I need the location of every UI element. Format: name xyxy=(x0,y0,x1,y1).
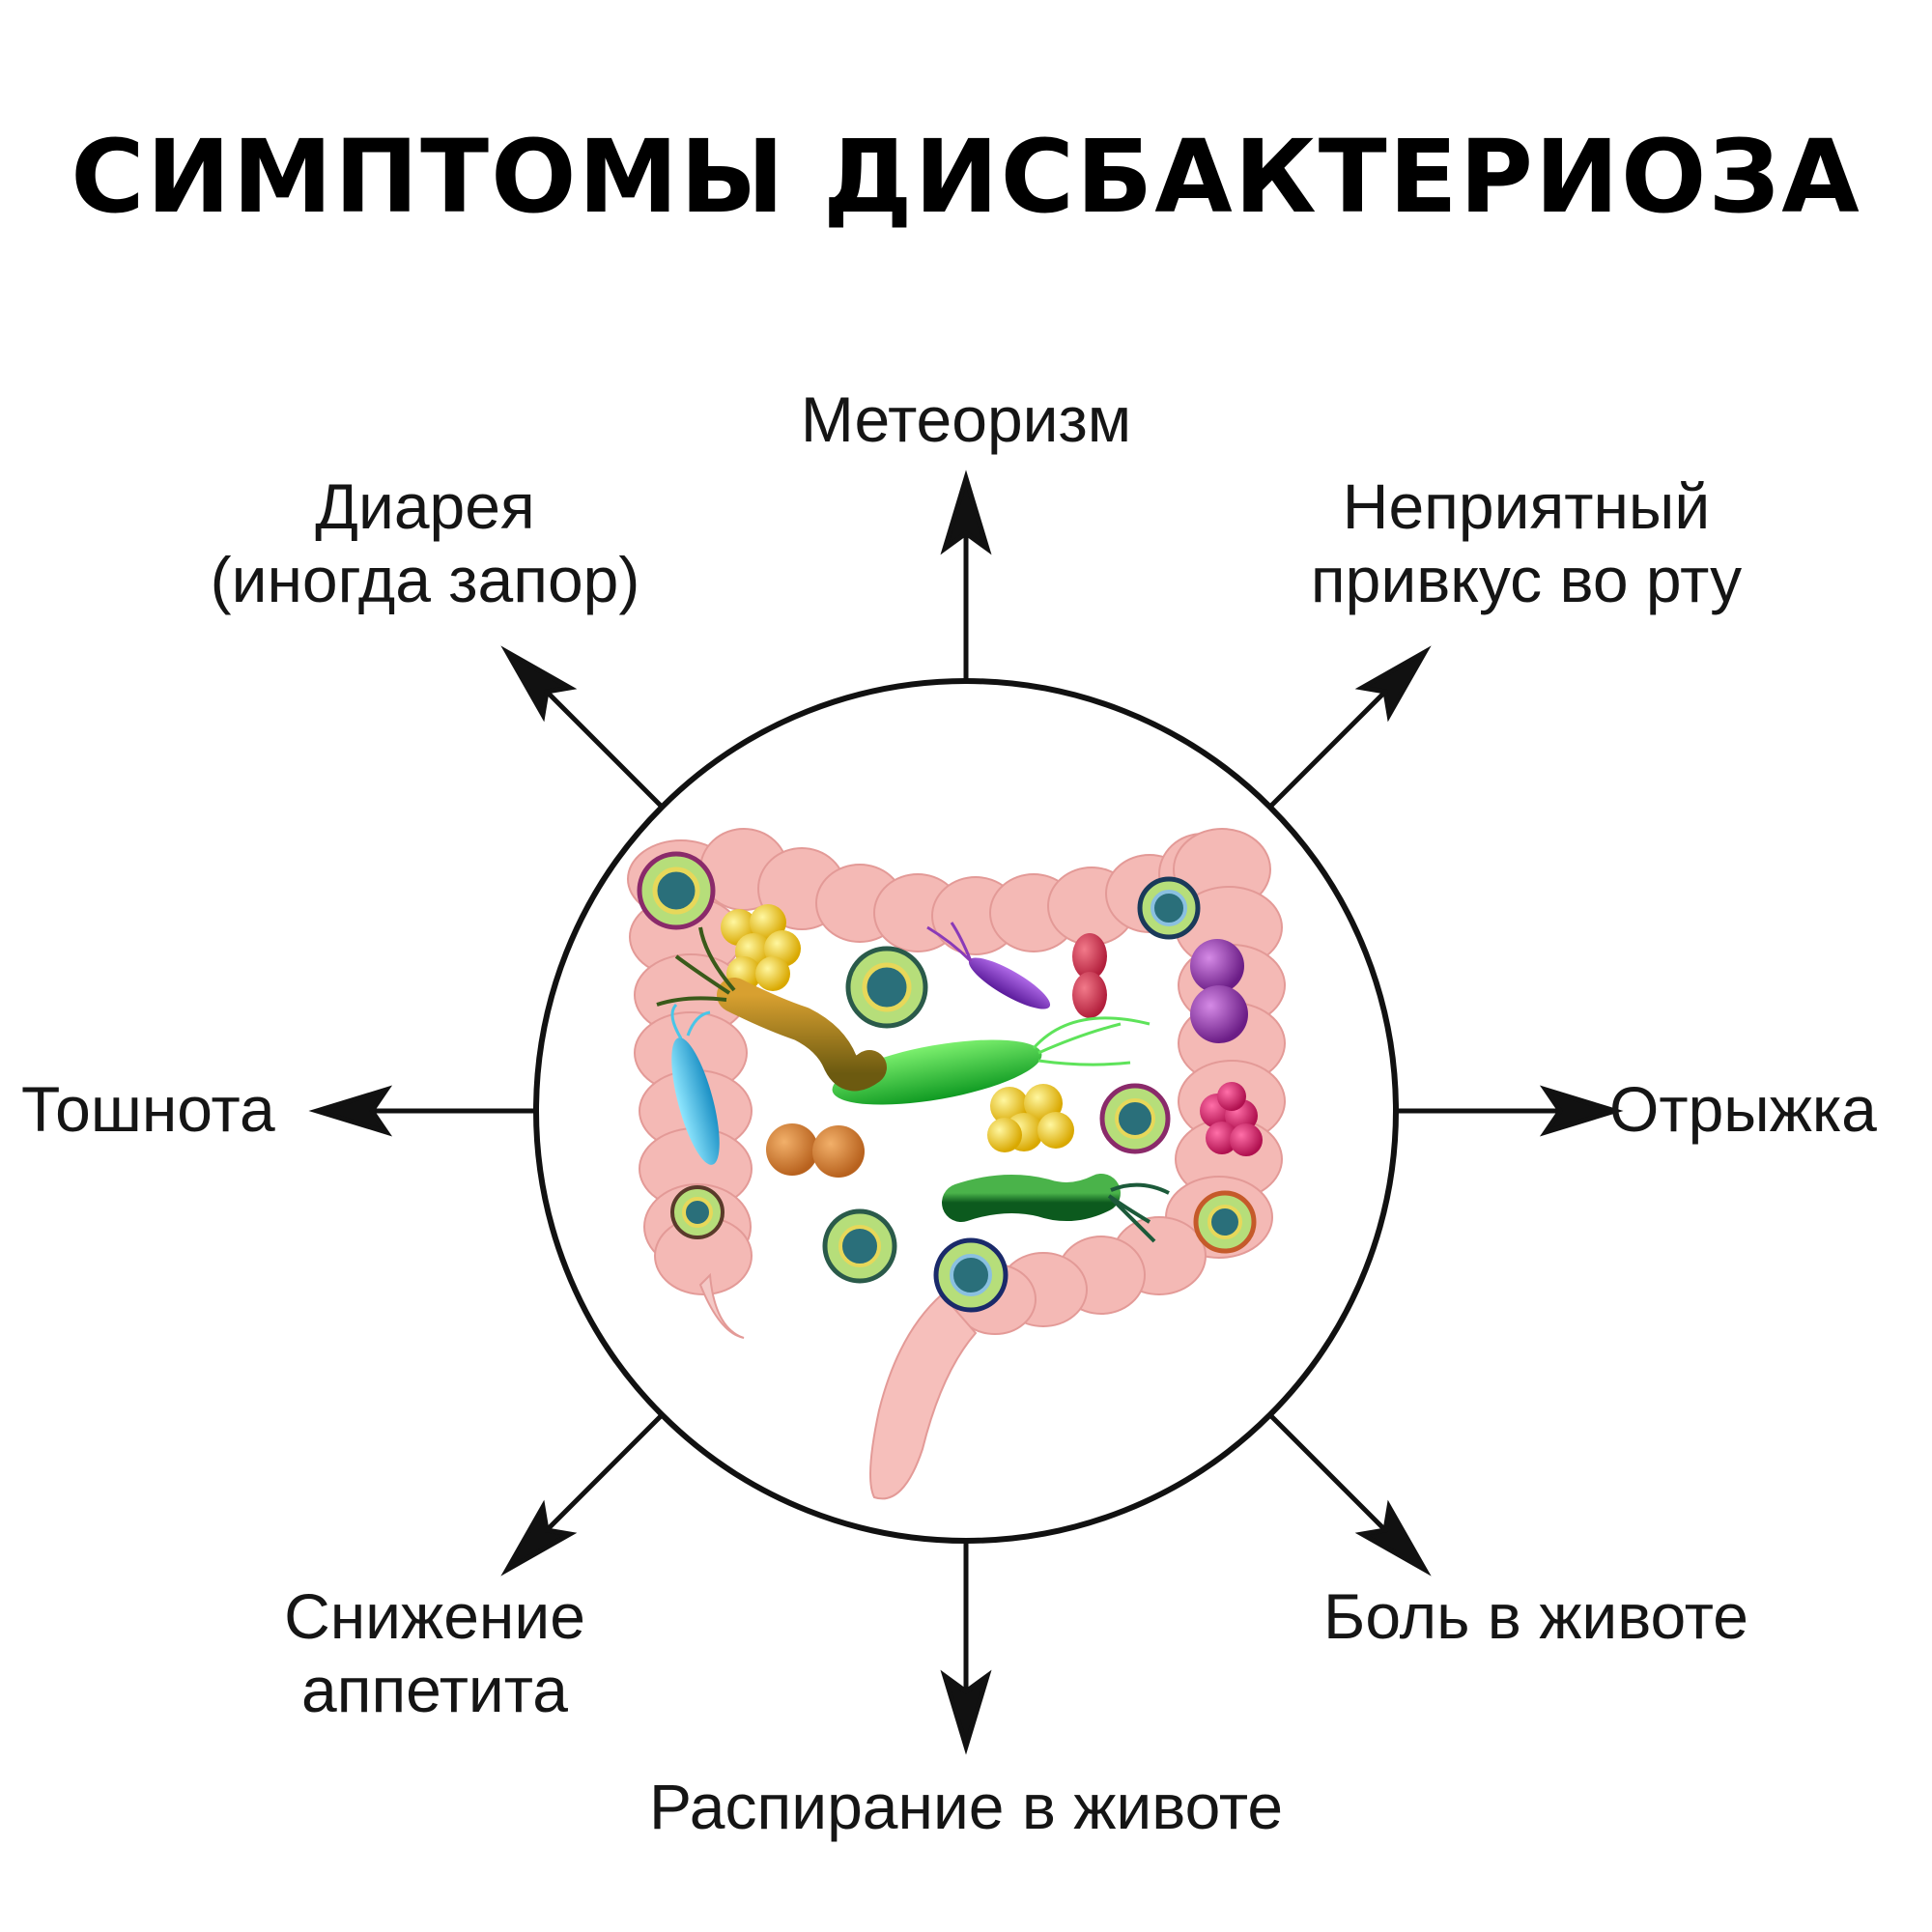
page-title: СИМПТОМЫ ДИСБАКТЕРИОЗА xyxy=(71,118,1861,236)
arrow-bottom-right xyxy=(1268,1413,1432,1577)
coccus-icon xyxy=(1190,939,1248,1043)
bacteria-icon xyxy=(942,1174,1170,1243)
symptom-bottom-left: Снижение аппетита xyxy=(284,1580,585,1725)
arrow-top-left xyxy=(500,645,664,809)
bacteria-icon xyxy=(670,1003,720,1165)
arrow-bottom xyxy=(940,1541,992,1755)
bacteria-icon xyxy=(656,926,887,1092)
coccus-icon xyxy=(987,1084,1074,1152)
symptom-bottom-right: Боль в животе xyxy=(1323,1580,1748,1652)
virus-icon xyxy=(670,1185,724,1239)
bacteria-icon xyxy=(832,1016,1151,1105)
arrows xyxy=(308,469,1624,1755)
symptom-bottom: Распирание в животе xyxy=(648,1771,1284,1842)
microbes xyxy=(637,851,1263,1313)
coccus-icon xyxy=(1200,1082,1263,1156)
coccus-icon xyxy=(721,904,801,991)
coccus-icon xyxy=(1072,933,1107,1018)
bacteria-icon xyxy=(926,922,1051,1009)
virus-icon xyxy=(1193,1190,1257,1254)
symptom-right: Отрыжка xyxy=(1609,1073,1877,1145)
arrow-right xyxy=(1396,1085,1624,1137)
symptom-top-right: Неприятный привкус во рту xyxy=(1310,470,1743,615)
virus-icon xyxy=(1099,1083,1171,1154)
virus-icon xyxy=(933,1237,1009,1313)
symptom-top-left: Диарея (иногда запор) xyxy=(210,470,640,615)
coccus-icon xyxy=(766,1123,865,1178)
virus-icon xyxy=(1137,876,1201,940)
symptom-left: Тошнота xyxy=(21,1073,275,1145)
arrow-top xyxy=(940,469,992,681)
virus-icon xyxy=(637,851,716,930)
virus-icon xyxy=(845,946,928,1029)
virus-icon xyxy=(822,1208,897,1284)
symptom-top: Метеоризм xyxy=(800,384,1132,455)
arrow-left xyxy=(308,1085,536,1137)
arrow-bottom-left xyxy=(500,1413,664,1577)
arrow-top-right xyxy=(1268,645,1432,809)
